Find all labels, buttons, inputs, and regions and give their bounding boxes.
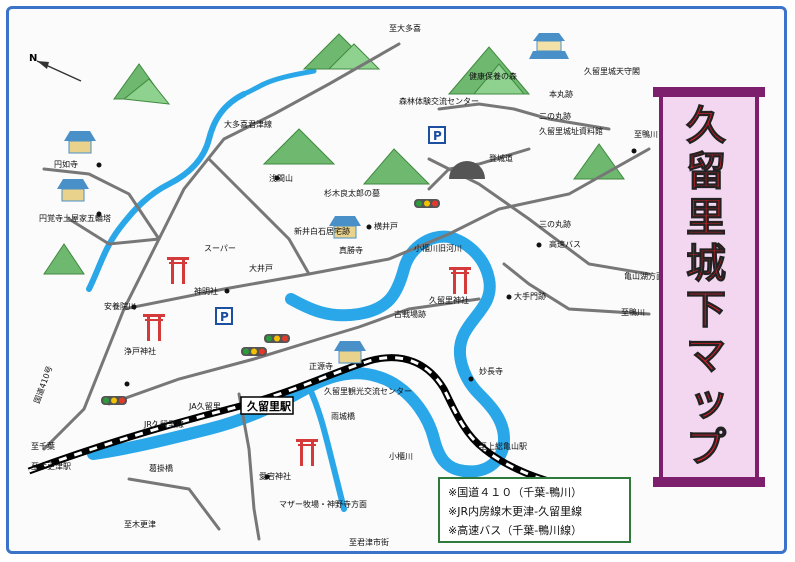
sengenzan-label: 浅間山 (269, 173, 293, 183)
torii-icon (143, 314, 165, 341)
mother-farm-label: マザー牧場・神野寺方面 (279, 499, 367, 509)
legend-item-railway: ※JR内房線木更津-久留里線 (448, 505, 583, 518)
ashiuebashi-label: 葛掛橋 (149, 463, 173, 473)
to-otaki-label: 至大多喜 (389, 23, 421, 33)
sugiki-label: 杉木良太郎の墓 (324, 188, 380, 198)
tojo-label: 登城道 (489, 153, 513, 163)
city-map: P P N 久留里駅 至大多喜 健康保養の森 久留里城天守閣 本丸跡 森林体験交… (27, 23, 664, 547)
parking-icon: P P (215, 126, 446, 325)
map-frame: P P N 久留里駅 至大多喜 健康保養の森 久留里城天守閣 本丸跡 森林体験交… (6, 6, 787, 554)
route410-label: 国道410号 (31, 364, 54, 404)
labels: 至大多喜 健康保養の森 久留里城天守閣 本丸跡 森林体験交流センター 二の丸跡 … (31, 23, 664, 547)
to-chiba-label: 至千葉 (31, 441, 55, 451)
shinmeisha-label: 神明社 (194, 286, 218, 296)
shinshoji-label: 真勝寺 (339, 245, 363, 255)
svg-text:P: P (220, 310, 229, 324)
title-char-4: 城 (686, 241, 726, 287)
station-label: 久留里駅 (247, 399, 291, 413)
small-river-north (86, 91, 247, 292)
to-kisarazu-station-label: 至木更津駅 (31, 461, 71, 471)
temple-icon (334, 341, 366, 364)
forest-label: 健康保養の森 (469, 71, 517, 81)
ja-label: JA久留里 (188, 401, 221, 411)
to-kazusa-kameyama-label: 至上総亀山駅 (479, 441, 527, 451)
torii-icon (167, 257, 189, 284)
oido-label: 大井戸 (249, 263, 273, 273)
myochoji-label: 妙長寺 (479, 366, 503, 376)
title-char-7: ッ (689, 379, 729, 425)
kosoku-bus-label: 高速バス (549, 239, 581, 249)
kosenbajo-label: 古戦場跡 (394, 309, 426, 319)
railway (27, 354, 570, 491)
yokoido-label: 横井戸 (374, 221, 398, 231)
atago-label: 愛宕神社 (259, 471, 291, 481)
obitsu-river (87, 230, 510, 478)
amagasuebashi-label: 雨城橋 (331, 411, 355, 421)
ninomaru-label: 二の丸跡 (539, 111, 571, 121)
temple-icon (329, 216, 361, 239)
railway-label: JR久留里線 (143, 419, 184, 429)
small-river-south (306, 384, 347, 512)
torii-gates (143, 257, 471, 466)
sannomaru-label: 三の丸跡 (539, 219, 571, 229)
to-kamogawa2-label: 至鴨川 (621, 307, 645, 317)
building-icons (57, 33, 569, 364)
ishokuji-label: 正源寺 (309, 362, 333, 371)
title-char-6: マ (686, 333, 726, 379)
torii-icon (449, 267, 471, 294)
rivers (86, 68, 510, 512)
obitsugawa-label: 小櫃川 (389, 451, 413, 461)
kameyamako-label: 亀山湖方面 (624, 271, 664, 281)
castle-label: 久留里城天守閣 (584, 66, 640, 76)
to-kamogawa-label: 至鴨川 (634, 129, 658, 139)
kurikiri-jinja-label: 久留里神社 (429, 295, 469, 305)
anzenin-label: 安養院川 (104, 301, 136, 311)
legend: ※国道４１０（千葉-鴨川） ※JR内房線木更津-久留里線 ※高速バス（千葉-鴨川… (438, 477, 631, 543)
otaki-kimitsu-label: 大多喜君津線 (224, 119, 272, 129)
title-char-3: 里 (686, 195, 726, 241)
point-markers (96, 148, 637, 480)
title-char-5: 下 (686, 287, 726, 333)
temple-icon (57, 179, 89, 202)
legend-item-bus: ※高速バス（千葉-鴨川線） (448, 524, 583, 537)
castle-icon (529, 33, 569, 59)
route-410 (42, 42, 401, 451)
torii-icon (296, 439, 318, 466)
honmaru-label: 本丸跡 (549, 89, 573, 99)
title-text: 久 留 里 城 下 マ ッ プ (686, 103, 730, 472)
to-kisarazu-label: 至木更津 (124, 519, 156, 529)
compass-north-label: N (29, 53, 37, 64)
arai-label: 新井白石居宅跡 (294, 226, 350, 236)
title-char-1: 久 (686, 103, 726, 149)
station: 久留里駅 (240, 396, 294, 415)
title-panel: 久 留 里 城 下 マ ッ プ (653, 87, 765, 487)
enkakuji-label: 円覚寺土屋家五輪塔 (39, 213, 111, 223)
traffic-signals (101, 199, 440, 405)
title-char-8: プ (686, 425, 726, 471)
title-char-2: 留 (686, 149, 726, 195)
tourism-center-label: 久留里観光交流センター (324, 386, 412, 396)
museum-label: 久留里城址資料館 (539, 126, 603, 136)
forest-center-label: 森林体験交流センター (399, 96, 479, 106)
compass: N (29, 53, 82, 82)
temple-icon (64, 131, 96, 154)
small-river-top (241, 68, 317, 97)
tunnel (449, 161, 485, 179)
legend-item-route410: ※国道４１０（千葉-鴨川） (448, 486, 583, 499)
to-kimitsu-label: 至君津市街 (349, 537, 389, 547)
otemon-label: 大手門跡 (514, 291, 546, 301)
svg-text:P: P (433, 129, 442, 143)
koizumi-label: 小櫃川旧河川 (414, 243, 462, 253)
enjoji-label: 円如寺 (54, 159, 78, 169)
super-label: スーパー (204, 244, 236, 253)
mountains (43, 33, 625, 275)
joudojinja-label: 浄戸神社 (124, 346, 156, 356)
